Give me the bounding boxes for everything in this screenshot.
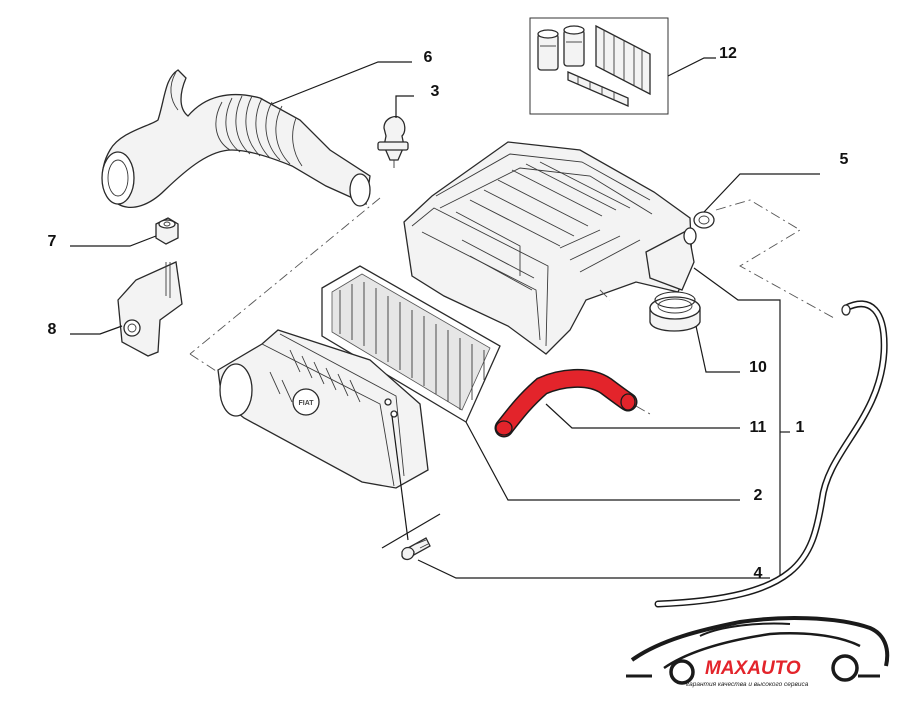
svg-text:11: 11 — [750, 419, 767, 436]
logo-brand: MAXAUTO — [705, 658, 801, 679]
callout-7: 7 — [48, 233, 157, 250]
callout-11: 11 — [545, 403, 767, 436]
bolt — [401, 537, 431, 561]
svg-text:8: 8 — [48, 321, 57, 338]
callout-8: 8 — [48, 321, 123, 338]
callout-6: 6 — [271, 49, 433, 105]
maxauto-logo: MAXAUTO гарантия качества и высокого сер… — [626, 616, 890, 688]
air-box-lower: FIAT — [217, 329, 429, 489]
svg-text:7: 7 — [48, 233, 57, 250]
assembly-guides-bolt — [381, 415, 441, 549]
callout-5: 5 — [703, 151, 849, 213]
callout-3: 3 — [395, 83, 440, 118]
svg-text:10: 10 — [749, 359, 767, 376]
bracket — [117, 261, 183, 357]
svg-text:6: 6 — [424, 49, 433, 66]
svg-text:2: 2 — [754, 487, 763, 504]
housing-emblem: FIAT — [298, 400, 314, 407]
assembly-guides — [189, 197, 835, 415]
red-hose-highlighted — [494, 368, 638, 438]
nut — [155, 217, 179, 245]
svg-text:5: 5 — [840, 151, 849, 168]
callout-12: 12 — [667, 45, 737, 77]
clamp — [693, 211, 715, 229]
callout-10: 10 — [695, 325, 767, 376]
callout-1: 1 — [693, 267, 805, 580]
svg-text:3: 3 — [431, 83, 440, 100]
svg-text:1: 1 — [796, 419, 805, 436]
logo-slogan: гарантия качества и высокого сервиса — [686, 681, 809, 688]
intake-duct — [101, 69, 371, 208]
air-box-upper — [403, 141, 697, 355]
svg-text:4: 4 — [754, 565, 763, 582]
sensor — [377, 115, 409, 168]
air-filter-element — [321, 265, 501, 423]
filter-kit-inset — [529, 17, 669, 115]
svg-text:12: 12 — [719, 45, 737, 62]
rubber-seal — [649, 291, 701, 332]
vent-pipe — [654, 300, 888, 608]
callout-4: 4 — [417, 559, 770, 582]
callout-2: 2 — [465, 421, 763, 504]
